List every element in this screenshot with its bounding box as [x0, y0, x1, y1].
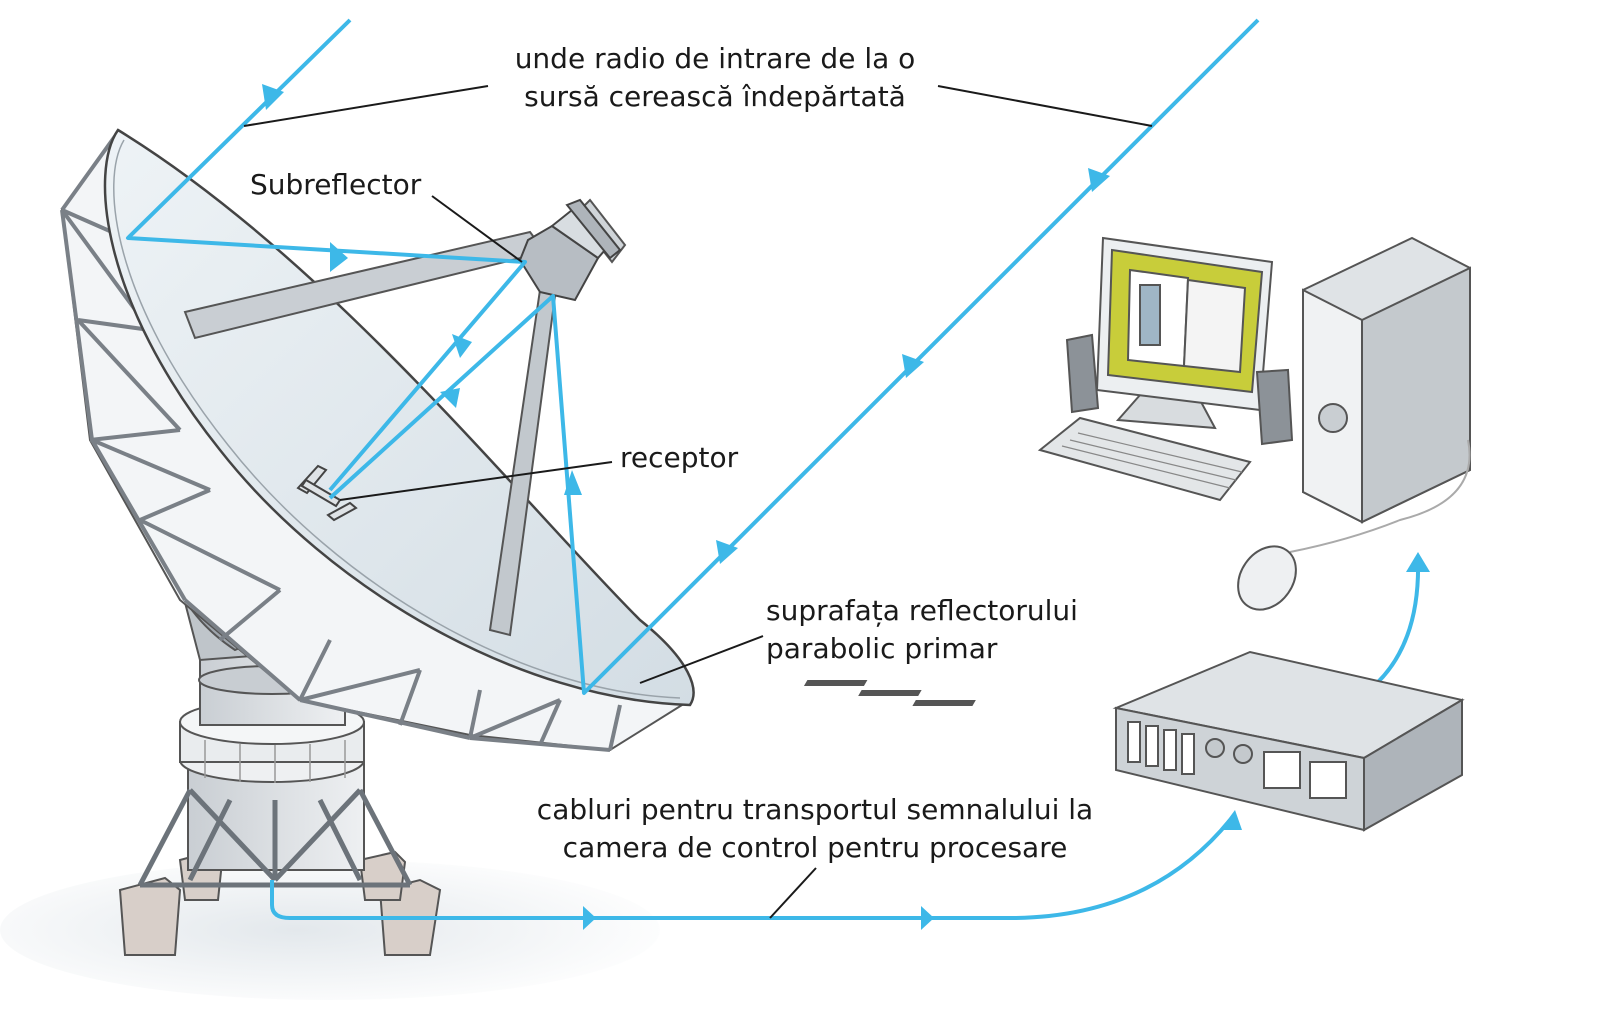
signal-arrowheads — [262, 84, 1430, 930]
subreflector-unit — [518, 198, 622, 302]
incoming-waves-label: unde radio de intrare de la o sursă cere… — [490, 40, 940, 116]
primary-surface-label: suprafața reflectorului parabolic primar — [766, 592, 1078, 668]
cables-label-line2: camera de control pentru procesare — [562, 831, 1068, 864]
primary-surface-label-line2: parabolic primar — [766, 632, 998, 665]
incoming-waves-label-line1: unde radio de intrare de la o — [514, 42, 916, 75]
subreflector-label: Subreflector — [250, 168, 422, 201]
receiver-unit — [296, 464, 358, 522]
ground-shadow — [0, 860, 660, 1000]
signal-processor — [803, 650, 1465, 832]
computer-system — [1037, 236, 1471, 611]
cables-label-line1: cabluri pentru transportul semnalului la — [536, 793, 1094, 826]
incoming-waves-label-line2: sursă cerească îndepărtată — [524, 80, 906, 113]
receiver-label: receptor — [620, 441, 739, 474]
primary-surface-label-line1: suprafața reflectorului — [766, 594, 1078, 627]
cables-label: cabluri pentru transportul semnalului la… — [500, 791, 1130, 867]
primary-reflector-surface — [103, 128, 695, 707]
leader-lines — [243, 85, 1153, 919]
